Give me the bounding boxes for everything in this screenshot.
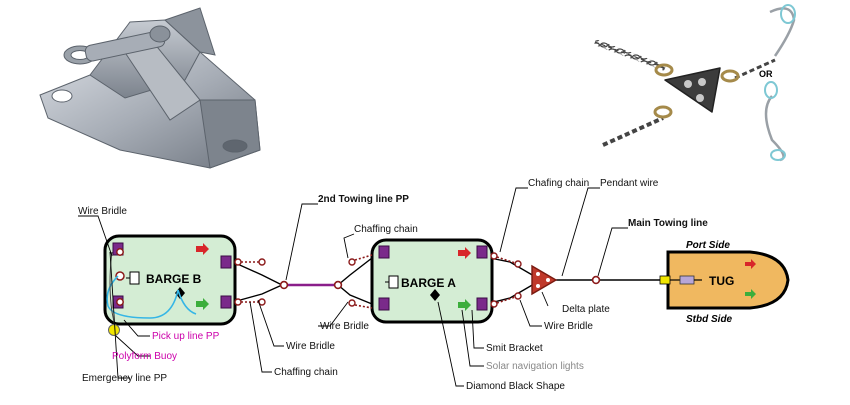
delta-plate (531, 264, 558, 296)
barge-b: BARGE B (103, 234, 237, 336)
label-stbd-side: Stbd Side (686, 314, 733, 325)
label-chaffing-chain-mid: Chaffing chain (354, 224, 418, 235)
pick-up-line (106, 275, 197, 319)
barge-a-bracket-fwd-port (476, 245, 488, 259)
labels: Wire Bridle 2nd Towing line PP Chaffing … (78, 178, 733, 392)
barge-a-chafing-chain (333, 252, 522, 309)
tug: TUG (659, 250, 790, 310)
label-wire-bridle-mid: Wire Bridle (320, 321, 369, 332)
label-chaffing-chain-bottom: Chaffing chain (274, 367, 338, 378)
delta-plate-illustration: OR (593, 4, 796, 162)
label-solar-navigation-lights: Solar navigation lights (486, 361, 584, 372)
barge-b-nav-light-green (196, 298, 209, 310)
barge-a-bracket-fwd-stbd (476, 297, 488, 311)
tug-nav-light-green (745, 289, 756, 299)
barge-a-nav-light-red (458, 247, 471, 259)
or-label: OR (759, 69, 773, 79)
barge-a: BARGE A (370, 238, 494, 324)
label-second-towing-line: 2nd Towing line PP (318, 194, 409, 205)
smit-bracket-illustration (39, 7, 261, 169)
tug-nav-light-red (745, 259, 756, 269)
barge-a-diamond-shape (430, 289, 440, 301)
barge-b-bracket-fwd-port (220, 255, 232, 269)
leader-lines (78, 187, 628, 387)
label-chafing-chain-top: Chafing chain (528, 178, 589, 189)
barge-a-bracket-aft-port (378, 245, 390, 259)
barge-a-bracket-aft-stbd (378, 297, 390, 311)
tug-name: TUG (709, 274, 734, 288)
pendant-shackle (591, 275, 601, 285)
label-wire-bridle-bottom-left: Wire Bridle (286, 341, 335, 352)
label-port-side: Port Side (686, 240, 730, 251)
barge-b-name: BARGE B (146, 272, 202, 286)
polyform-buoy (108, 324, 120, 336)
barge-a-name: BARGE A (401, 276, 456, 290)
label-pendant-wire: Pendant wire (600, 178, 659, 189)
barge-a-hull (370, 238, 494, 324)
label-delta-plate: Delta plate (562, 304, 610, 315)
label-wire-bridle-right: Wire Bridle (544, 321, 593, 332)
label-wire-bridle-top-left: Wire Bridle (78, 206, 127, 217)
label-diamond-black-shape: Diamond Black Shape (466, 381, 565, 392)
label-smit-bracket: Smit Bracket (486, 343, 543, 354)
label-emergency-line: Emergency line PP (82, 373, 167, 384)
barge-a-nav-light-green (458, 299, 471, 311)
label-polyform-buoy: Polyform Buoy (112, 351, 177, 362)
label-main-towing-line: Main Towing line (628, 218, 708, 229)
barge-b-bracket-fwd-stbd (220, 295, 232, 309)
tug-hull (666, 250, 790, 310)
label-pick-up-line: Pick up line PP (152, 331, 220, 342)
barge-b-nav-light-red (196, 243, 209, 255)
